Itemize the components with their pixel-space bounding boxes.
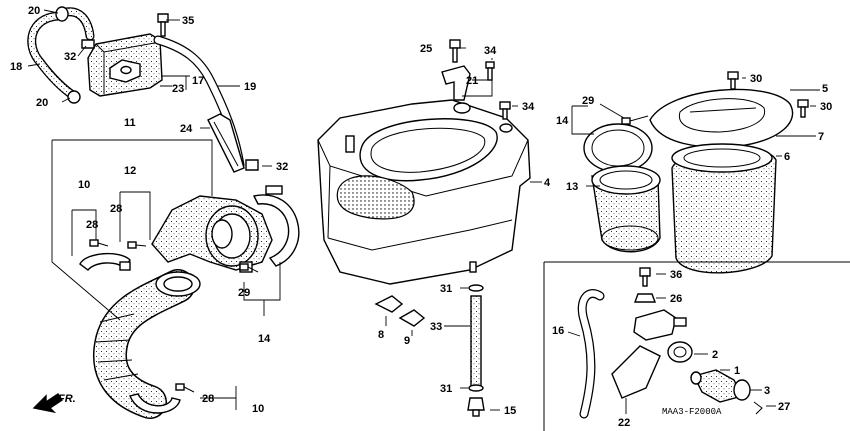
- callout-35: 35: [182, 15, 194, 27]
- callout-15: 15: [504, 405, 516, 417]
- callout-32: 32: [276, 161, 288, 173]
- callout-10: 10: [252, 403, 264, 415]
- callout-14: 14: [556, 115, 569, 127]
- callout-21: 21: [466, 75, 478, 87]
- callout-labels: 20 35 32 18 17 23 19 20 11 24 12 32 10 2…: [10, 5, 832, 429]
- callout-28: 28: [86, 219, 98, 231]
- callout-29: 29: [238, 287, 250, 299]
- diagram-code: MAA3-F2000A: [662, 407, 722, 417]
- leader-lines: [27, 9, 820, 414]
- callout-5: 5: [822, 83, 828, 95]
- callout-9: 9: [404, 335, 410, 347]
- callout-31: 31: [440, 283, 452, 295]
- air-filter-assembly: [583, 71, 809, 274]
- inset-box: [543, 261, 850, 431]
- callout-18: 18: [10, 61, 22, 73]
- callout-22: 22: [618, 417, 630, 429]
- callout-23: 23: [172, 83, 184, 95]
- callout-3: 3: [764, 385, 770, 397]
- callout-8: 8: [378, 329, 384, 341]
- front-label: FR.: [58, 393, 76, 405]
- callout-30: 30: [820, 101, 832, 113]
- drain-tube-assembly: [374, 284, 485, 417]
- callout-4: 4: [544, 177, 551, 189]
- air-cleaner-housing: [317, 39, 531, 285]
- callout-13: 13: [566, 181, 578, 193]
- callout-30: 30: [750, 73, 762, 85]
- intake-duct-assembly: [79, 185, 300, 419]
- callout-16: 16: [552, 325, 564, 337]
- callout-34: 34: [522, 101, 535, 113]
- callout-36: 36: [670, 269, 682, 281]
- callout-31: 31: [440, 383, 452, 395]
- callout-27: 27: [778, 401, 790, 413]
- callout-28: 28: [202, 393, 214, 405]
- callout-10: 10: [78, 179, 90, 191]
- callout-28: 28: [110, 203, 122, 215]
- callout-19: 19: [244, 81, 256, 93]
- callout-33: 33: [430, 321, 442, 333]
- callout-32: 32: [64, 51, 76, 63]
- callout-7: 7: [818, 131, 824, 143]
- callout-1: 1: [734, 365, 740, 377]
- callout-12: 12: [124, 165, 136, 177]
- callout-26: 26: [670, 293, 682, 305]
- callout-34: 34: [484, 45, 497, 57]
- callout-29: 29: [582, 95, 594, 107]
- callout-6: 6: [784, 151, 790, 163]
- callout-20: 20: [28, 5, 40, 17]
- callout-24: 24: [180, 123, 193, 135]
- breather-assembly: [27, 6, 259, 173]
- callout-11: 11: [124, 117, 136, 129]
- callout-2: 2: [712, 349, 718, 361]
- front-direction-arrow: FR.: [32, 393, 76, 414]
- callout-20: 20: [36, 97, 48, 109]
- callout-14: 14: [258, 333, 271, 345]
- callout-17: 17: [192, 75, 204, 87]
- inset-parts: [577, 267, 763, 419]
- callout-25: 25: [420, 43, 432, 55]
